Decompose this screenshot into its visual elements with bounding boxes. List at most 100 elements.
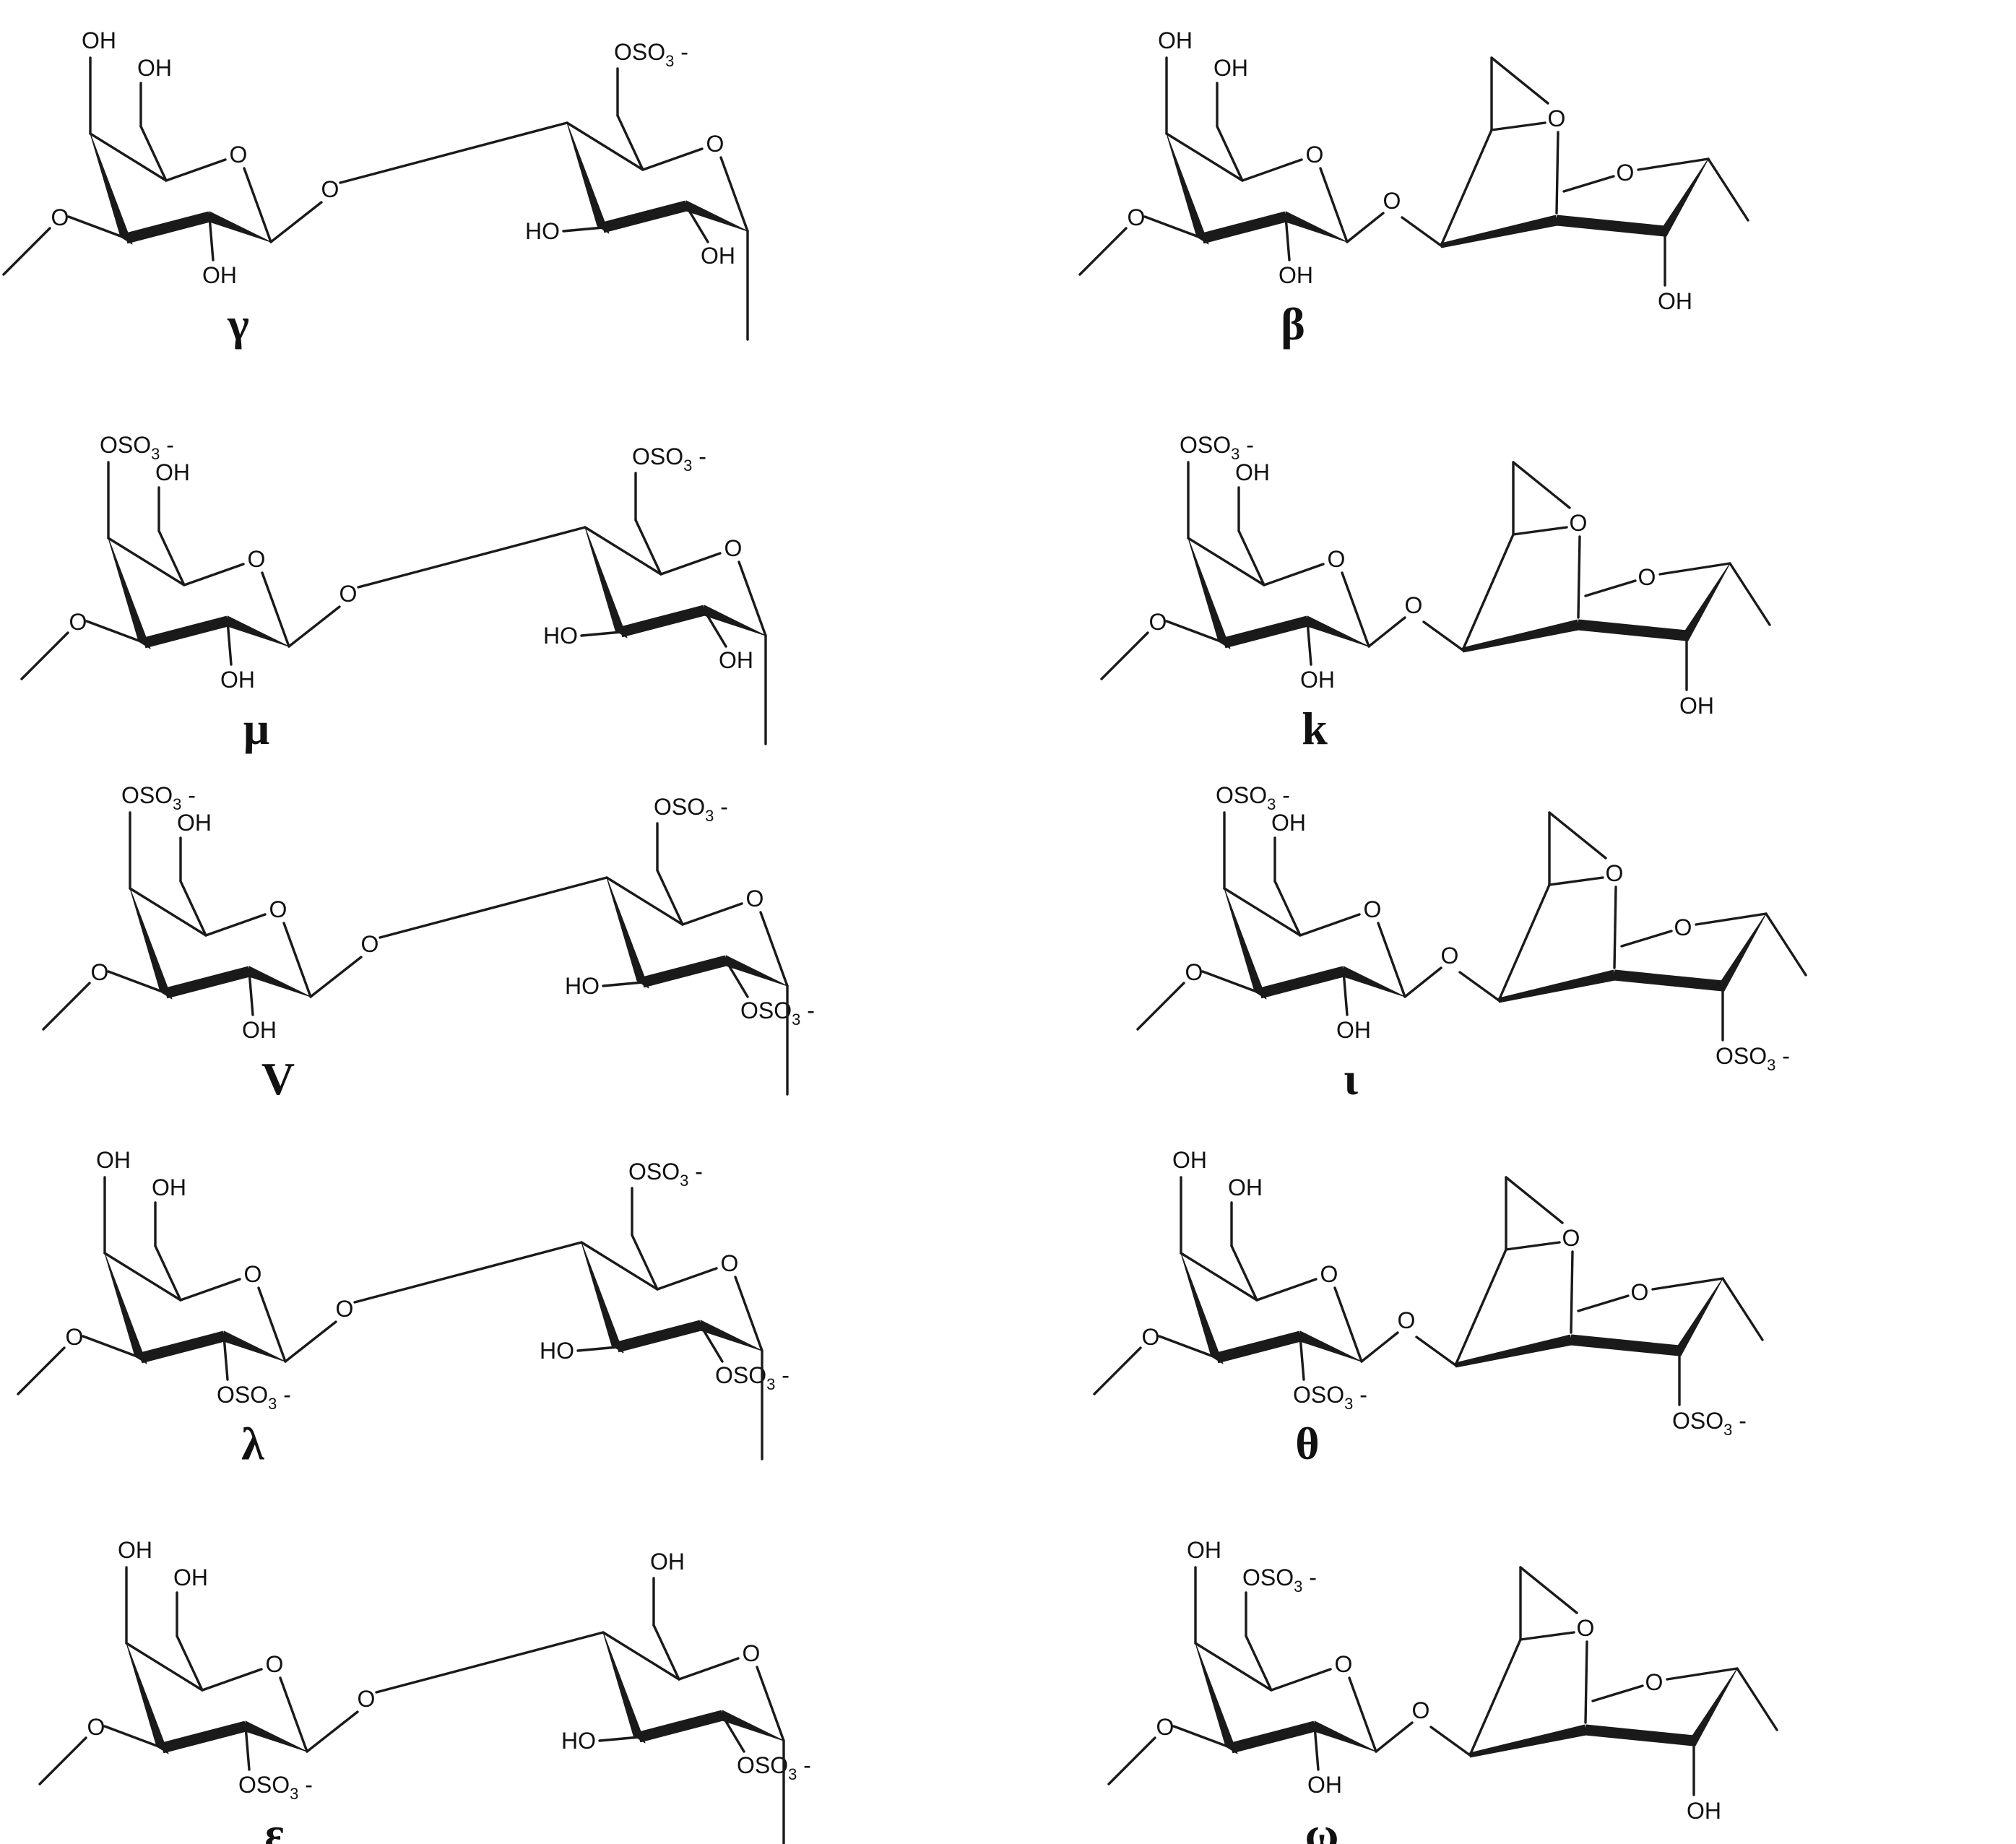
anhydro-bold-bond — [1570, 1334, 1681, 1356]
unit-a-bold-bond — [160, 1720, 248, 1754]
unit-a-c4-substituent: OSO3 - — [1216, 782, 1290, 813]
anhydro-wedge-bond — [1677, 1278, 1723, 1356]
unit-b-c3-bond — [576, 1346, 619, 1352]
unit-a-c3-bond — [1143, 215, 1204, 240]
unit-a-c2-bond — [208, 215, 215, 261]
chain-bond — [1093, 1346, 1142, 1395]
unit-a-ring-bond — [1223, 887, 1302, 937]
unit-a-c6-substituent: OH — [177, 810, 212, 836]
unit-a-c3-bond — [1165, 620, 1226, 644]
unit-a-c4-substituent: OSO3 - — [121, 782, 196, 813]
unit-a-c3-oxygen: O — [1128, 204, 1146, 230]
glycosidic-bond — [287, 605, 341, 648]
unit-a-c4-substituent: OH — [96, 1147, 131, 1173]
unit-b-c6-substituent: OH — [650, 1549, 685, 1575]
chain-bond — [17, 1346, 66, 1395]
anhydro-bond — [1577, 1294, 1630, 1312]
unit-b-bold-bond — [641, 955, 728, 988]
unit-a-c4-substituent: OH — [1172, 1147, 1207, 1173]
chain-bond — [1765, 912, 1807, 977]
glycosidic-oxygen: O — [361, 931, 379, 957]
unit-a-c4-substituent: OH — [118, 1537, 152, 1563]
anhydro-bond — [1570, 1250, 1574, 1334]
glycosidic-bond — [1458, 971, 1500, 1002]
unit-b-ring-bond — [734, 1276, 763, 1352]
chain-bond — [1707, 157, 1749, 222]
unit-a-c3-oxygen: O — [69, 609, 87, 635]
unit-a-c6-bond — [179, 880, 207, 937]
unit-a-c3-oxygen: O — [91, 959, 109, 985]
unit-b-bold-bond — [619, 605, 706, 638]
glycosidic-bond — [353, 1241, 583, 1304]
chain-bond — [42, 982, 91, 1031]
unit-b-c3-substituent: HO — [543, 623, 578, 649]
unit-b-c3-bond — [580, 631, 623, 637]
unit-a-c2-bond — [1342, 970, 1349, 1016]
unit-a-c2-bond — [226, 620, 233, 666]
unit-b-wedge-bond — [602, 1632, 646, 1744]
anhydro-bond — [1512, 526, 1568, 536]
unit-a-bold-bond — [1200, 211, 1288, 244]
unit-a-ring-oxygen: O — [244, 1261, 262, 1287]
anhydro-bond — [1505, 1241, 1561, 1251]
anhydro-wedge-bond — [1721, 913, 1767, 992]
unit-a-ring-bond — [1348, 1676, 1377, 1753]
unit-a-c6-bond — [157, 529, 186, 586]
glycosidic-oxygen: O — [1405, 592, 1423, 618]
glycosidic-oxygen: O — [321, 176, 339, 202]
anhydro-bond — [1512, 461, 1571, 509]
unit-b-ring-bond — [602, 1631, 680, 1681]
unit-a-ring-oxygen: O — [230, 142, 248, 168]
anhydro-bond — [1666, 1667, 1739, 1681]
unit-a-ring-bond — [1165, 132, 1244, 182]
unit-a-ring-bond — [201, 1668, 263, 1692]
unit-a-c6-substituent: OH — [152, 1174, 186, 1200]
unit-a-ring-bond — [282, 922, 312, 998]
unit-a-ring-bond — [1180, 1252, 1258, 1302]
glycosidic-bond — [339, 121, 568, 184]
unit-a-bold-bond — [1258, 966, 1346, 999]
unit-a-c2-bond — [244, 1725, 251, 1771]
unit-a-c6-substituent: OH — [1228, 1174, 1263, 1200]
anhydro-wedge-bond — [1684, 563, 1731, 641]
unit-a-c3-oxygen: O — [1149, 609, 1167, 635]
unit-b-ring-bond — [584, 526, 662, 576]
unit-b-bold-bond — [601, 200, 688, 233]
anhydro-bond — [1461, 533, 1515, 652]
unit-a-c3-bond — [107, 970, 168, 995]
unit-a-ring-oxygen: O — [1335, 1651, 1353, 1677]
glycosidic-bond — [1367, 616, 1406, 648]
anhydro-bond — [1562, 175, 1615, 193]
anhydro-bold-bond — [1497, 969, 1616, 1003]
unit-a-c2-substituent: OSO3 - — [1293, 1382, 1367, 1413]
unit-b-ring-bond — [756, 1666, 785, 1742]
anhydro-bond — [1468, 1638, 1522, 1757]
unit-b-ring-bond — [759, 911, 789, 987]
anhydro-bond — [1591, 1684, 1644, 1702]
unit-a-c6-bond — [139, 125, 168, 182]
anhydro-bold-bond — [1468, 1724, 1587, 1758]
unit-a-c4-substituent: OSO3 - — [1180, 432, 1254, 463]
unit-a-c4-substituent: OH — [1187, 1537, 1221, 1563]
unit-a-ring-bond — [1255, 1278, 1318, 1302]
unit-a-c2-substituent: OH — [220, 667, 255, 693]
anhydro-ring-oxygen: O — [1638, 564, 1656, 590]
unit-a-ring-bond — [1333, 1286, 1363, 1363]
unit-a-c2-substituent: OH — [242, 1017, 277, 1043]
structure-label: ω — [1305, 1808, 1339, 1844]
unit-b-c6-bond — [616, 114, 644, 171]
unit-a-c3-oxygen: O — [87, 1714, 105, 1740]
unit-a-ring-bond — [279, 1676, 308, 1753]
unit-a-bold-bond — [139, 1330, 226, 1364]
anhydro-bond — [1613, 886, 1617, 969]
unit-a-ring-oxygen: O — [1364, 896, 1382, 922]
bridge-oxygen: O — [1577, 1615, 1595, 1641]
glycosidic-oxygen: O — [1412, 1697, 1430, 1723]
unit-b-ring-bond — [605, 876, 684, 926]
unit-b-bold-bond — [637, 1710, 724, 1743]
unit-b-c6-substituent: OSO3 - — [632, 443, 706, 475]
anhydro-ring-oxygen: O — [1631, 1279, 1649, 1305]
unit-b-c6-bond — [634, 519, 662, 576]
